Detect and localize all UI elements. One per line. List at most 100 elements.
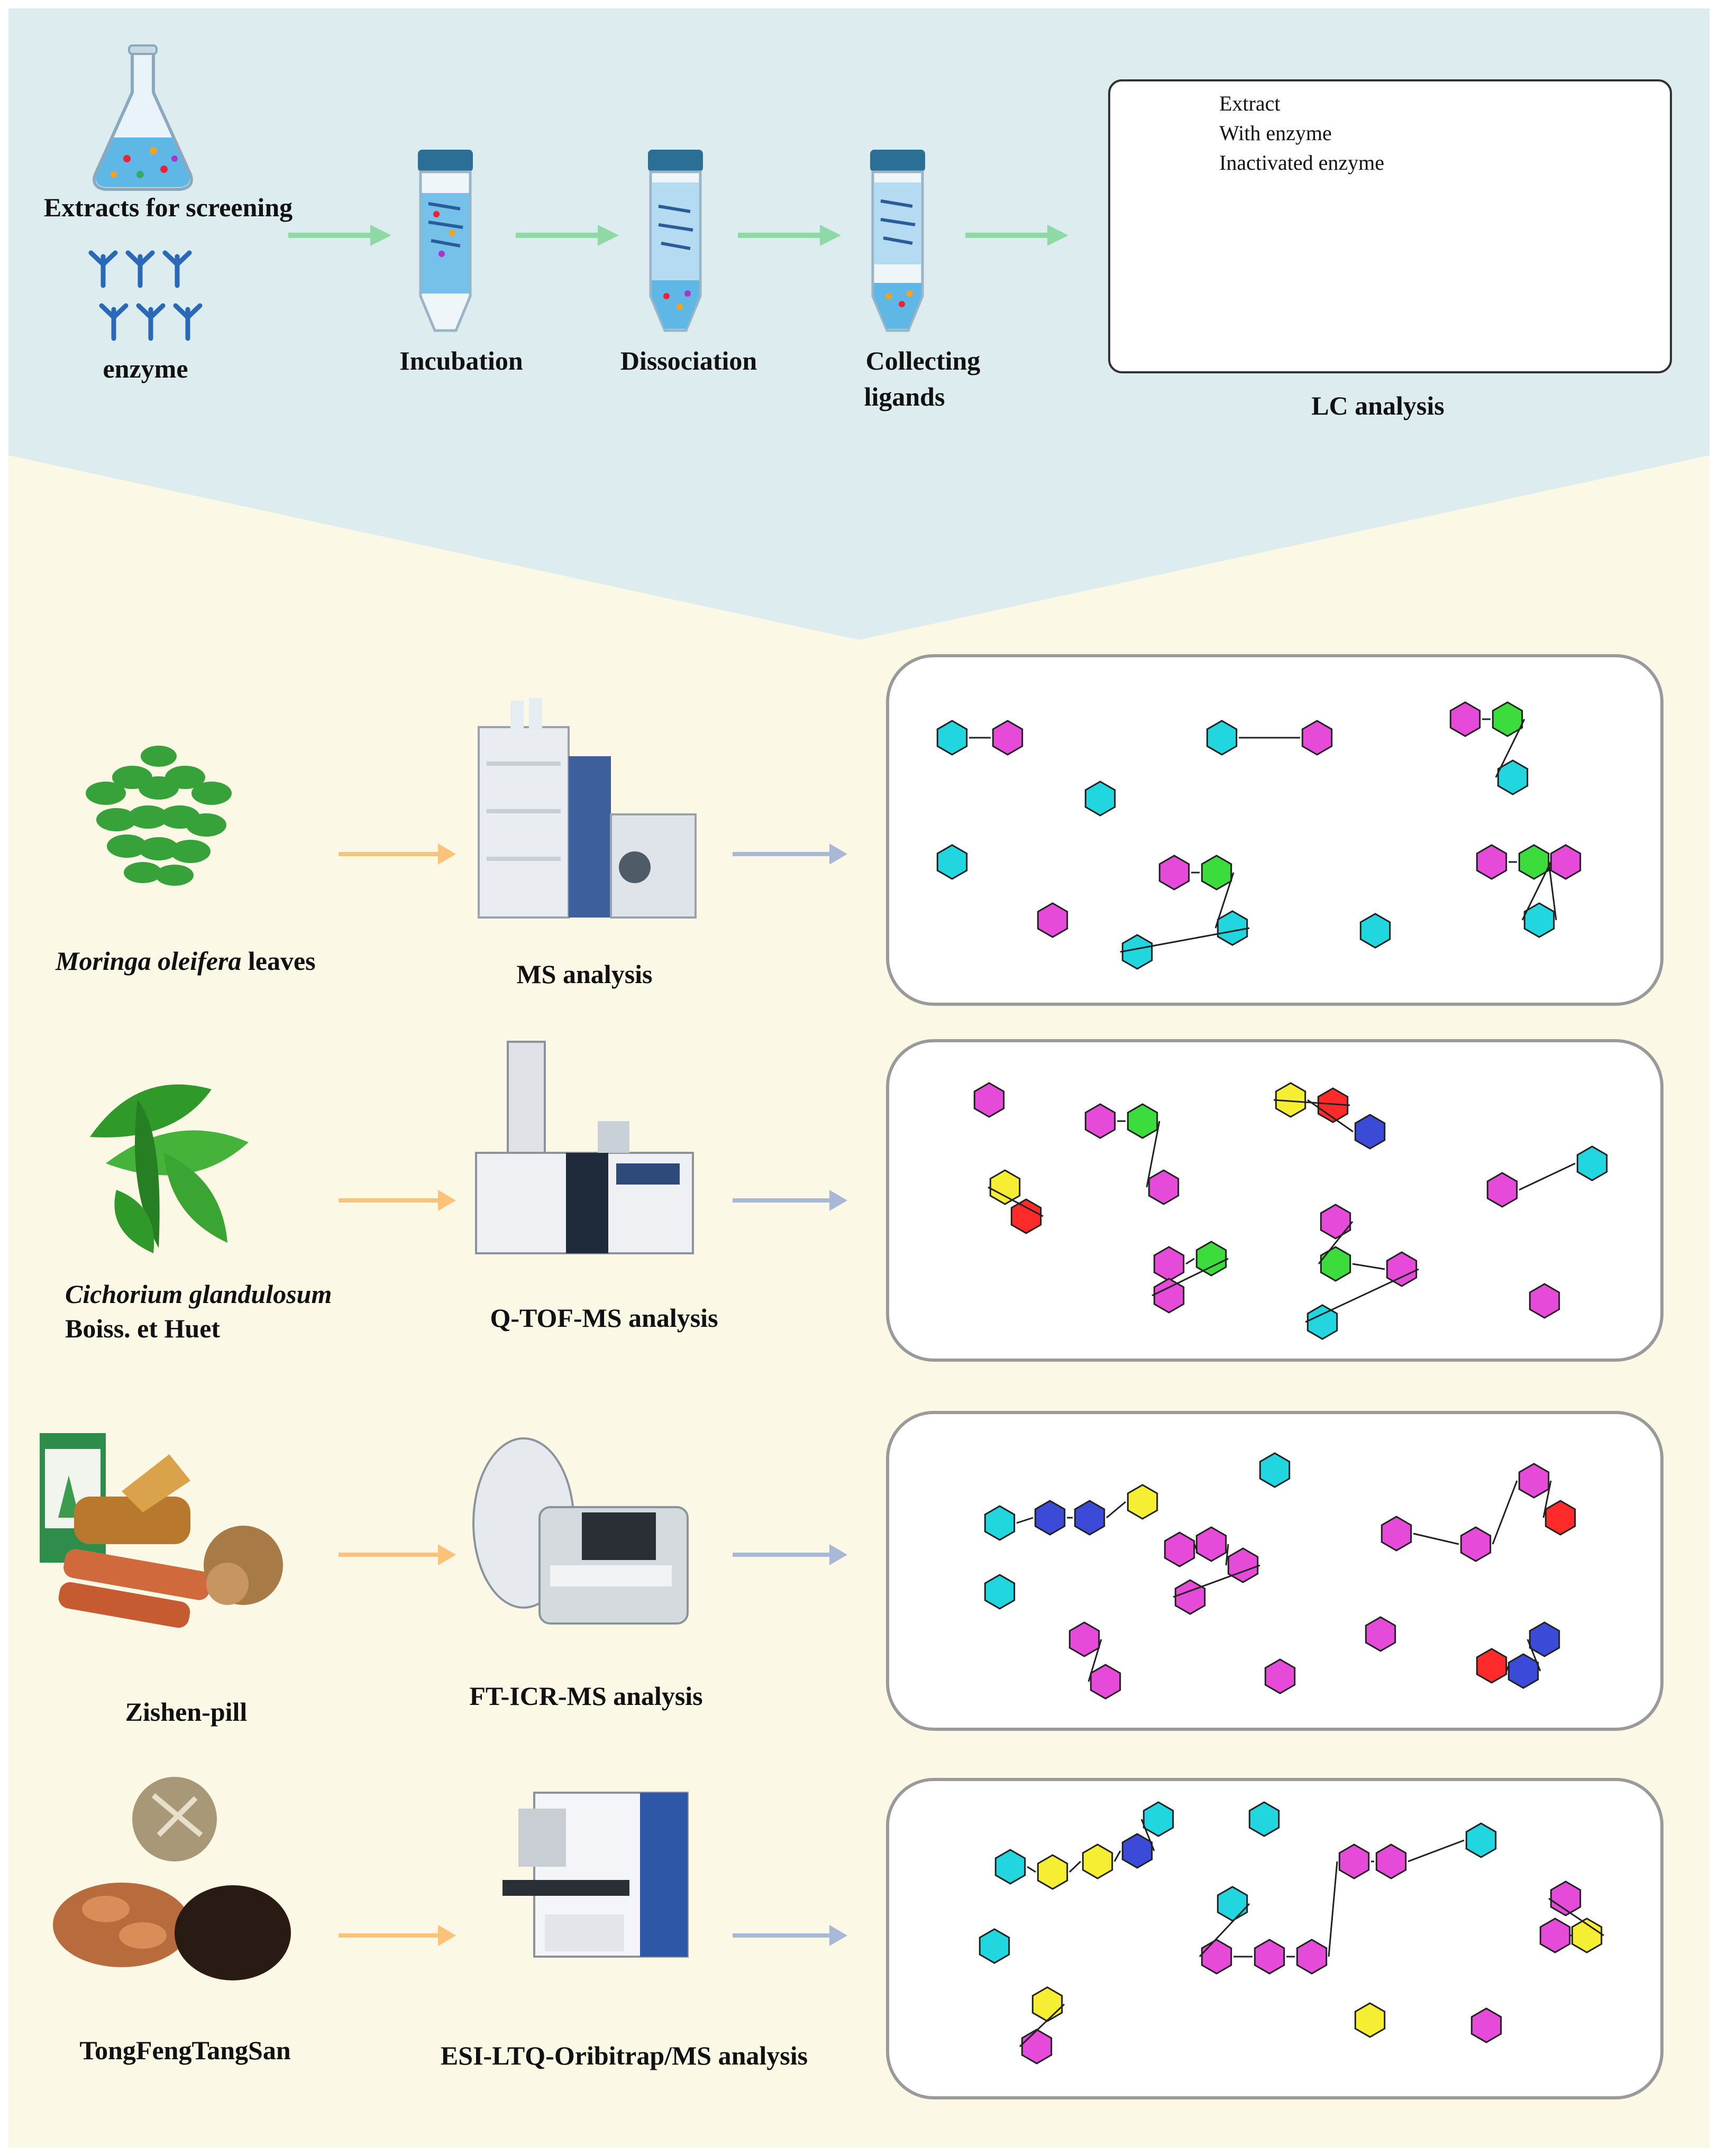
row4-instrument-label: ESI-LTQ-Oribitrap/MS analysis — [440, 2041, 808, 2070]
ring-shape — [1365, 1616, 1396, 1652]
ring-shape — [1338, 1843, 1370, 1879]
ring-shape — [1259, 1452, 1291, 1488]
ring-shape — [1460, 1526, 1492, 1562]
ring-shape — [1359, 913, 1391, 949]
row4-source-label: TongFengTangSan — [79, 2035, 291, 2065]
ring-shape — [1486, 1172, 1518, 1208]
ring-shape — [1121, 934, 1153, 970]
bond-line — [1106, 1501, 1126, 1519]
bond-line — [1542, 1480, 1552, 1518]
ring-shape — [1576, 1145, 1608, 1181]
ring-shape — [1354, 1114, 1386, 1150]
ring-shape — [1010, 1198, 1042, 1234]
bond-line — [1505, 1665, 1510, 1672]
legend-extract: Extract — [1219, 91, 1281, 115]
ring-shape — [1306, 1304, 1338, 1340]
bond-line — [1140, 1819, 1155, 1851]
ring-shape — [1317, 1087, 1349, 1123]
enzyme-label: enzyme — [103, 354, 188, 383]
bond-line — [1225, 1544, 1229, 1566]
row3-instrument-label: FT-ICR-MS analysis — [469, 1681, 703, 1711]
bond-line — [988, 1186, 1044, 1217]
legend-with-enzyme: With enzyme — [1219, 121, 1332, 145]
ring-shape — [1174, 1579, 1206, 1615]
ring-shape — [1386, 1251, 1418, 1287]
bond-line — [1328, 1861, 1338, 1957]
ring-shape — [1529, 1621, 1560, 1657]
bond-line — [1016, 1517, 1034, 1524]
ring-shape — [936, 720, 968, 756]
bond-line — [1146, 1121, 1160, 1188]
row2-source-italic: Cichorium glandulosum — [65, 1279, 332, 1309]
row1-instrument-label: MS analysis — [516, 959, 653, 989]
tongfengtangsan-image — [53, 1777, 291, 1980]
qtof-instrument-image — [475, 1041, 694, 1254]
row1-source-italic: Moringa oleifera — [56, 946, 242, 976]
cichorium-leaves-image — [90, 1084, 249, 1253]
ring-shape — [1375, 1843, 1407, 1879]
ring-shape — [1195, 1241, 1227, 1277]
enzyme-icons — [88, 250, 203, 341]
bond-line — [1173, 1564, 1260, 1598]
row2-source-line2: Boiss. et Huet — [65, 1314, 221, 1343]
ring-shape — [973, 1082, 1005, 1118]
ring-shape — [1031, 1986, 1063, 2022]
ring-shape — [1275, 1082, 1306, 1118]
bond-line — [1548, 861, 1557, 921]
ring-shape — [1195, 1526, 1227, 1562]
ring-shape — [1121, 1833, 1153, 1869]
ring-shape — [1296, 1939, 1328, 1975]
ring-shape — [1264, 1658, 1296, 1694]
legend-inactivated-enzyme: Inactivated enzyme — [1219, 151, 1385, 175]
bond-line — [1318, 1221, 1354, 1264]
moringa-leaves-image — [86, 746, 232, 886]
ring-shape — [1148, 1169, 1180, 1205]
bond-line — [1193, 1544, 1198, 1550]
row1-source-label: Moringa oleifera leaves — [56, 944, 316, 978]
ring-shape — [1037, 902, 1068, 938]
ring-shape — [1507, 1653, 1539, 1689]
ring-shape — [1492, 701, 1523, 737]
bond-line — [1495, 719, 1525, 778]
bond-line — [1492, 1480, 1518, 1545]
ring-shape — [1068, 1621, 1100, 1657]
bond-line — [1027, 1866, 1036, 1873]
ring-shape — [1153, 1278, 1185, 1314]
ring-shape — [1550, 844, 1582, 880]
ring-shape — [1217, 910, 1248, 946]
bond-line — [1307, 1099, 1354, 1133]
row1-compounds-box — [886, 654, 1664, 1006]
bond-line — [1527, 1639, 1541, 1672]
flask-icon — [93, 44, 193, 191]
ring-shape — [1037, 1854, 1068, 1890]
ring-shape — [1074, 1500, 1105, 1536]
ring-shape — [1523, 902, 1555, 938]
collecting-label-line2: ligands — [864, 382, 945, 411]
tube-dissociation-icon — [648, 150, 703, 332]
ring-shape — [1153, 1246, 1185, 1282]
bond-line — [1152, 1258, 1229, 1297]
ring-shape — [936, 844, 968, 880]
ring-shape — [1227, 1547, 1259, 1583]
ring-shape — [1248, 1801, 1280, 1837]
ring-shape — [1034, 1500, 1066, 1536]
lc-analysis-label: LC analysis — [1311, 391, 1445, 420]
ring-shape — [1301, 720, 1333, 756]
ring-shape — [1518, 844, 1550, 880]
bond-line — [1019, 2003, 1065, 2048]
ring-shape — [1476, 844, 1507, 880]
zishen-pill-image — [40, 1433, 283, 1628]
row3-source-label: Zishen-pill — [125, 1697, 248, 1727]
ring-shape — [1127, 1484, 1158, 1520]
row-arrows — [339, 843, 847, 1946]
fticr-instrument-image — [472, 1437, 689, 1625]
ring-shape — [1470, 2007, 1502, 2043]
ring-shape — [1320, 1204, 1351, 1240]
row1-source-rest: leaves — [241, 946, 316, 976]
ring-shape — [1021, 2029, 1053, 2065]
ring-shape — [1127, 1103, 1158, 1139]
tube-collecting-icon — [870, 150, 925, 332]
dissociation-label: Dissociation — [620, 346, 757, 375]
